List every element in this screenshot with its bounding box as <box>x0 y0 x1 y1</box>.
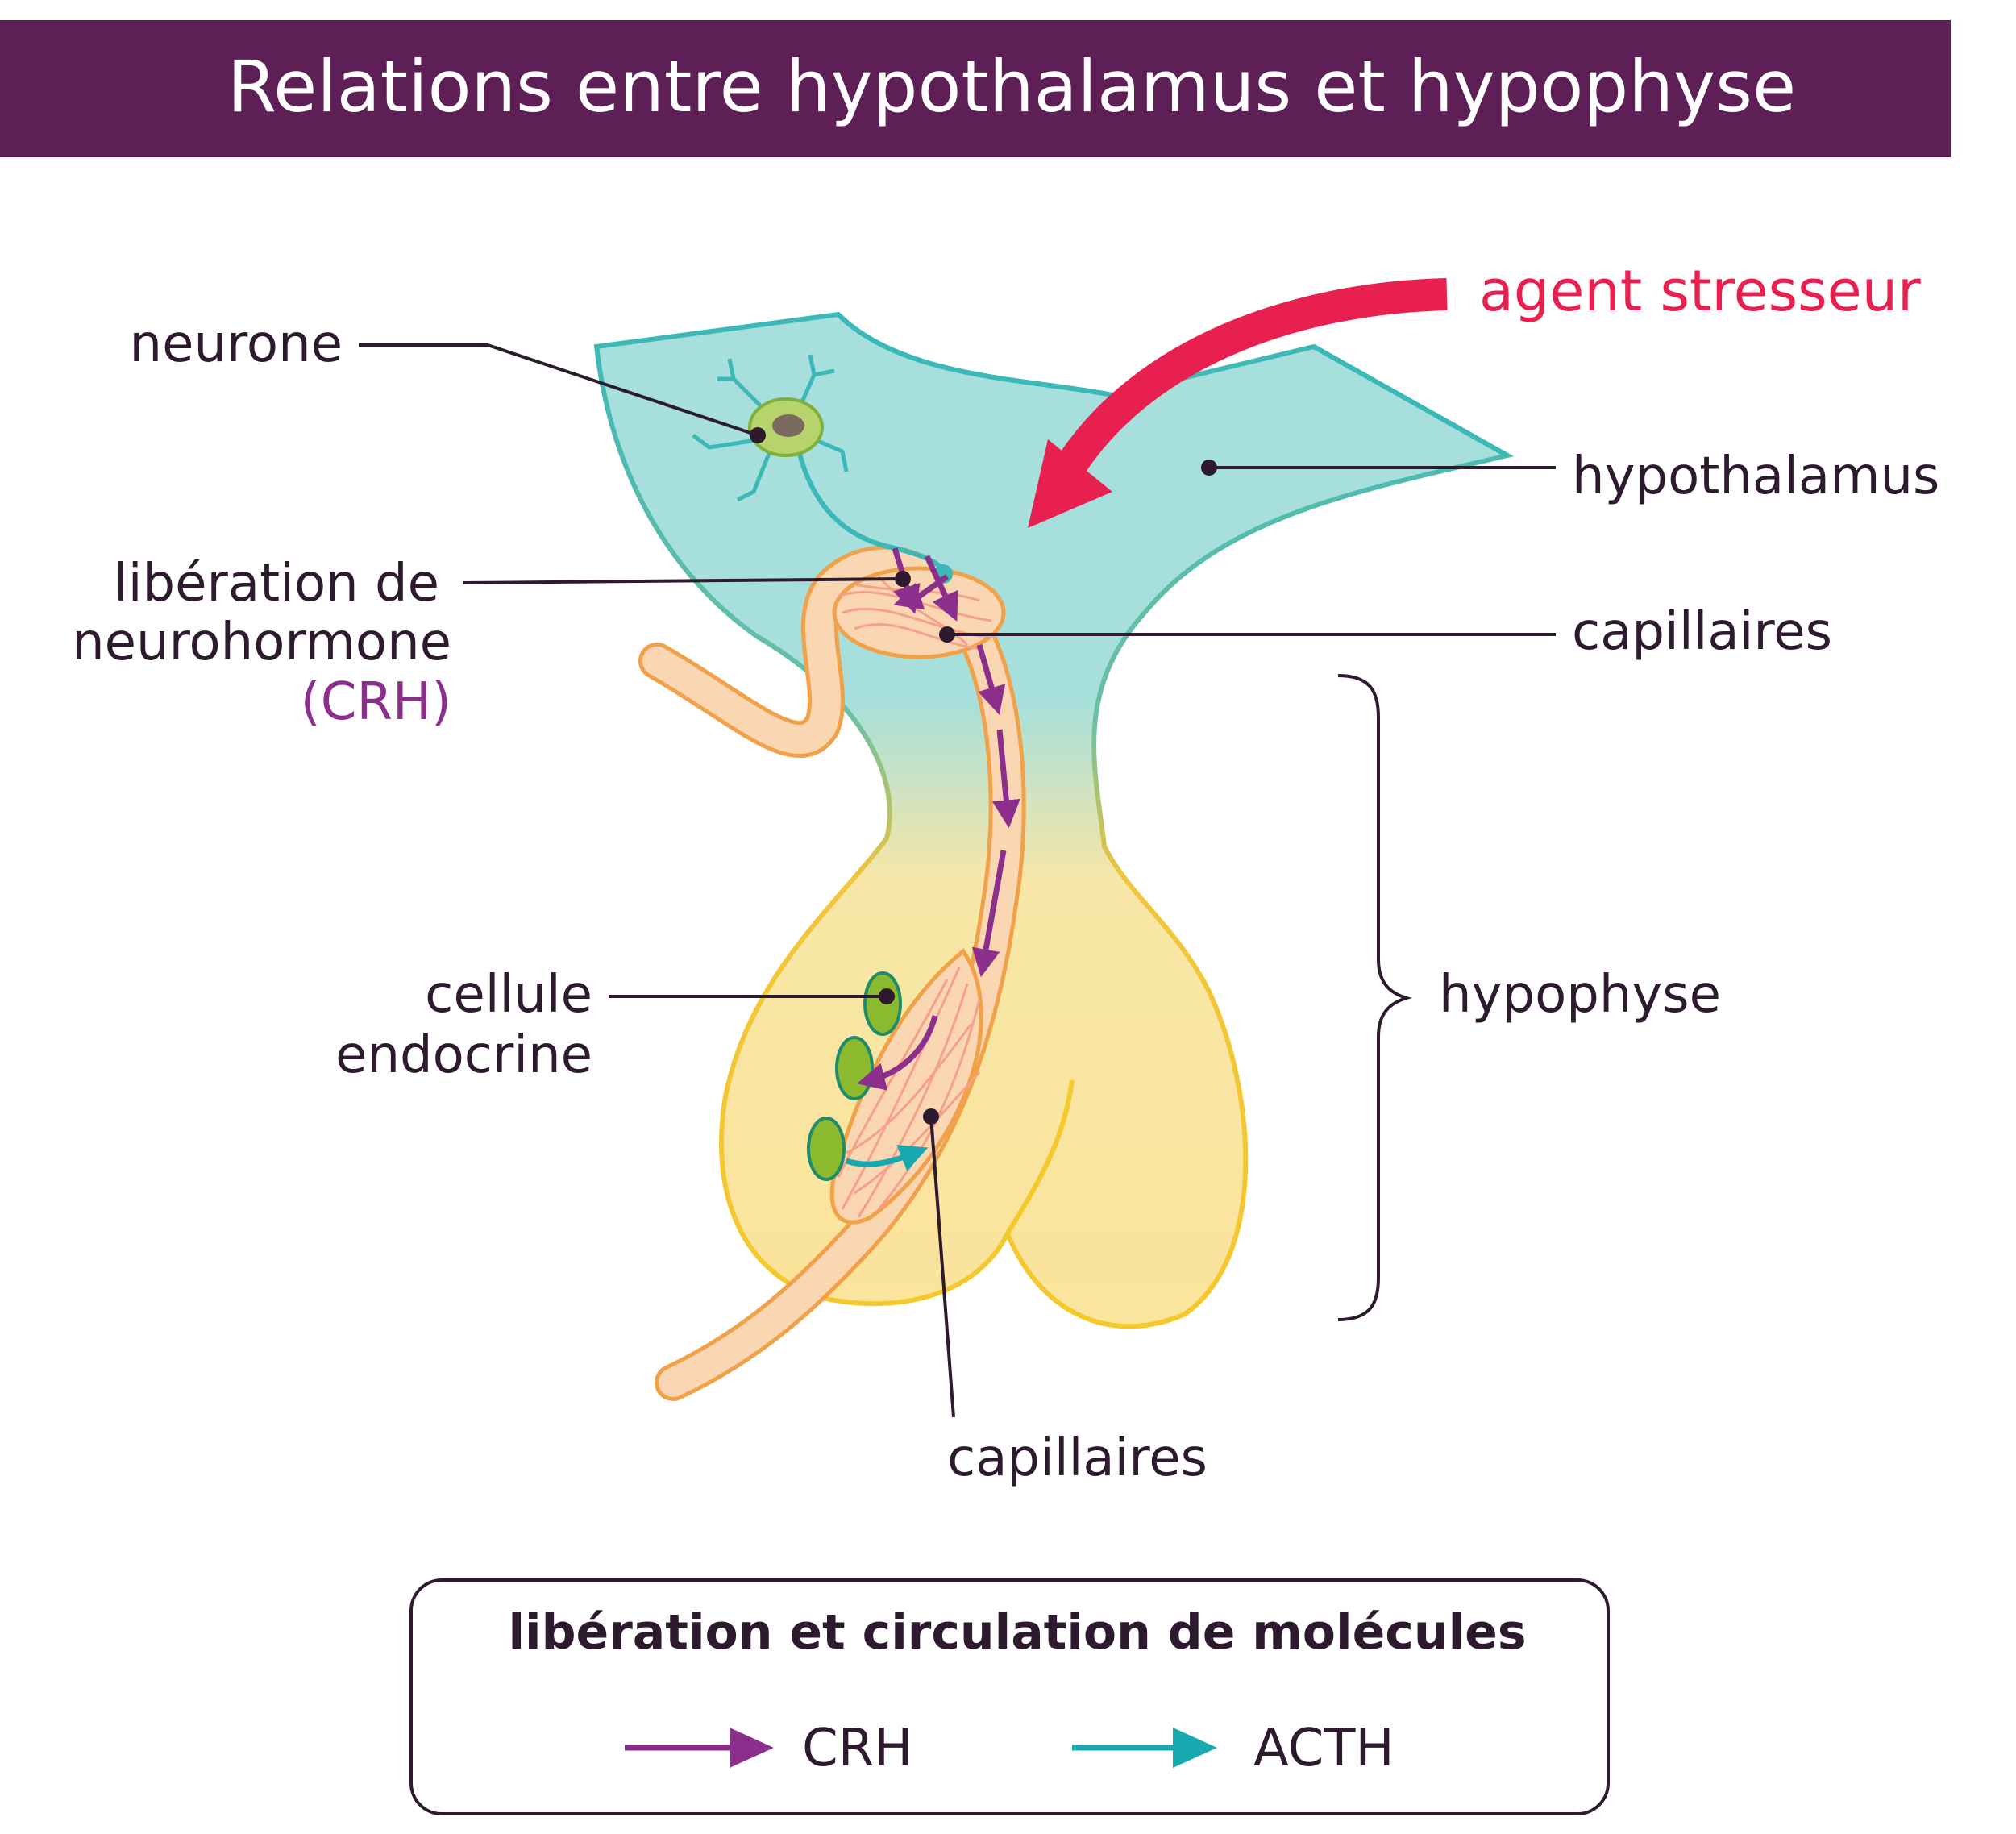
hypophyse-brace <box>1337 674 1412 1321</box>
label-agent-stresseur: agent stresseur <box>1479 258 1921 324</box>
neuron-axon <box>796 447 950 578</box>
neuron-nucleus <box>772 414 804 437</box>
acth-flow-arrow <box>845 1145 929 1171</box>
label-capillaires-bottom: capillaires <box>947 1429 1208 1488</box>
legend-box <box>409 1578 1610 1815</box>
endocrine-cell <box>835 1036 874 1100</box>
capillary-network-bottom <box>829 948 983 1225</box>
crh-arrow <box>857 1015 938 1091</box>
label-cellule-line2: endocrine <box>335 1025 592 1085</box>
brain-tissue <box>593 311 1515 1329</box>
neuron <box>692 354 953 584</box>
label-cellule-line1: cellule <box>425 965 592 1025</box>
label-liberation-line1: libération de <box>114 554 439 613</box>
label-hypophyse: hypophyse <box>1439 965 1721 1025</box>
label-neurone: neurone <box>130 314 343 374</box>
title-bar: Relations entre hypothalamus et hypophys… <box>0 20 1951 157</box>
endocrine-cell <box>863 971 902 1036</box>
stressor-arrow <box>1028 278 1448 528</box>
page-title: Relations entre hypothalamus et hypophys… <box>227 45 1796 128</box>
crh-arrow <box>971 850 1007 978</box>
crh-arrow <box>976 644 1006 715</box>
hypothalamus-hypophysis-body <box>593 311 1515 1329</box>
label-liberation-line3: (CRH) <box>301 672 451 732</box>
endocrine-cell <box>807 1117 846 1181</box>
label-liberation-line2: neurohormone <box>72 613 451 672</box>
legend-label-crh: CRH <box>802 1719 912 1778</box>
legend-title: libération et circulation de molécules <box>508 1604 1526 1661</box>
hypophysis-cleft <box>1005 1079 1075 1235</box>
crh-arrow <box>991 729 1020 829</box>
legend-label-acth: ACTH <box>1253 1719 1395 1778</box>
capillary-network-top <box>832 566 1006 659</box>
legend-item-crh: CRH <box>625 1719 912 1778</box>
brain-fold-line <box>836 312 1509 458</box>
crh-arrow <box>893 574 950 610</box>
crh-flow-arrows <box>857 547 1020 1091</box>
label-hypothalamus: hypothalamus <box>1572 447 1939 506</box>
label-capillaires-top: capillaires <box>1572 602 1832 662</box>
legend-item-acth: ACTH <box>1072 1719 1395 1778</box>
legend: libération et circulation de molécules C… <box>409 1578 1610 1815</box>
leader-lines <box>359 343 1556 1418</box>
